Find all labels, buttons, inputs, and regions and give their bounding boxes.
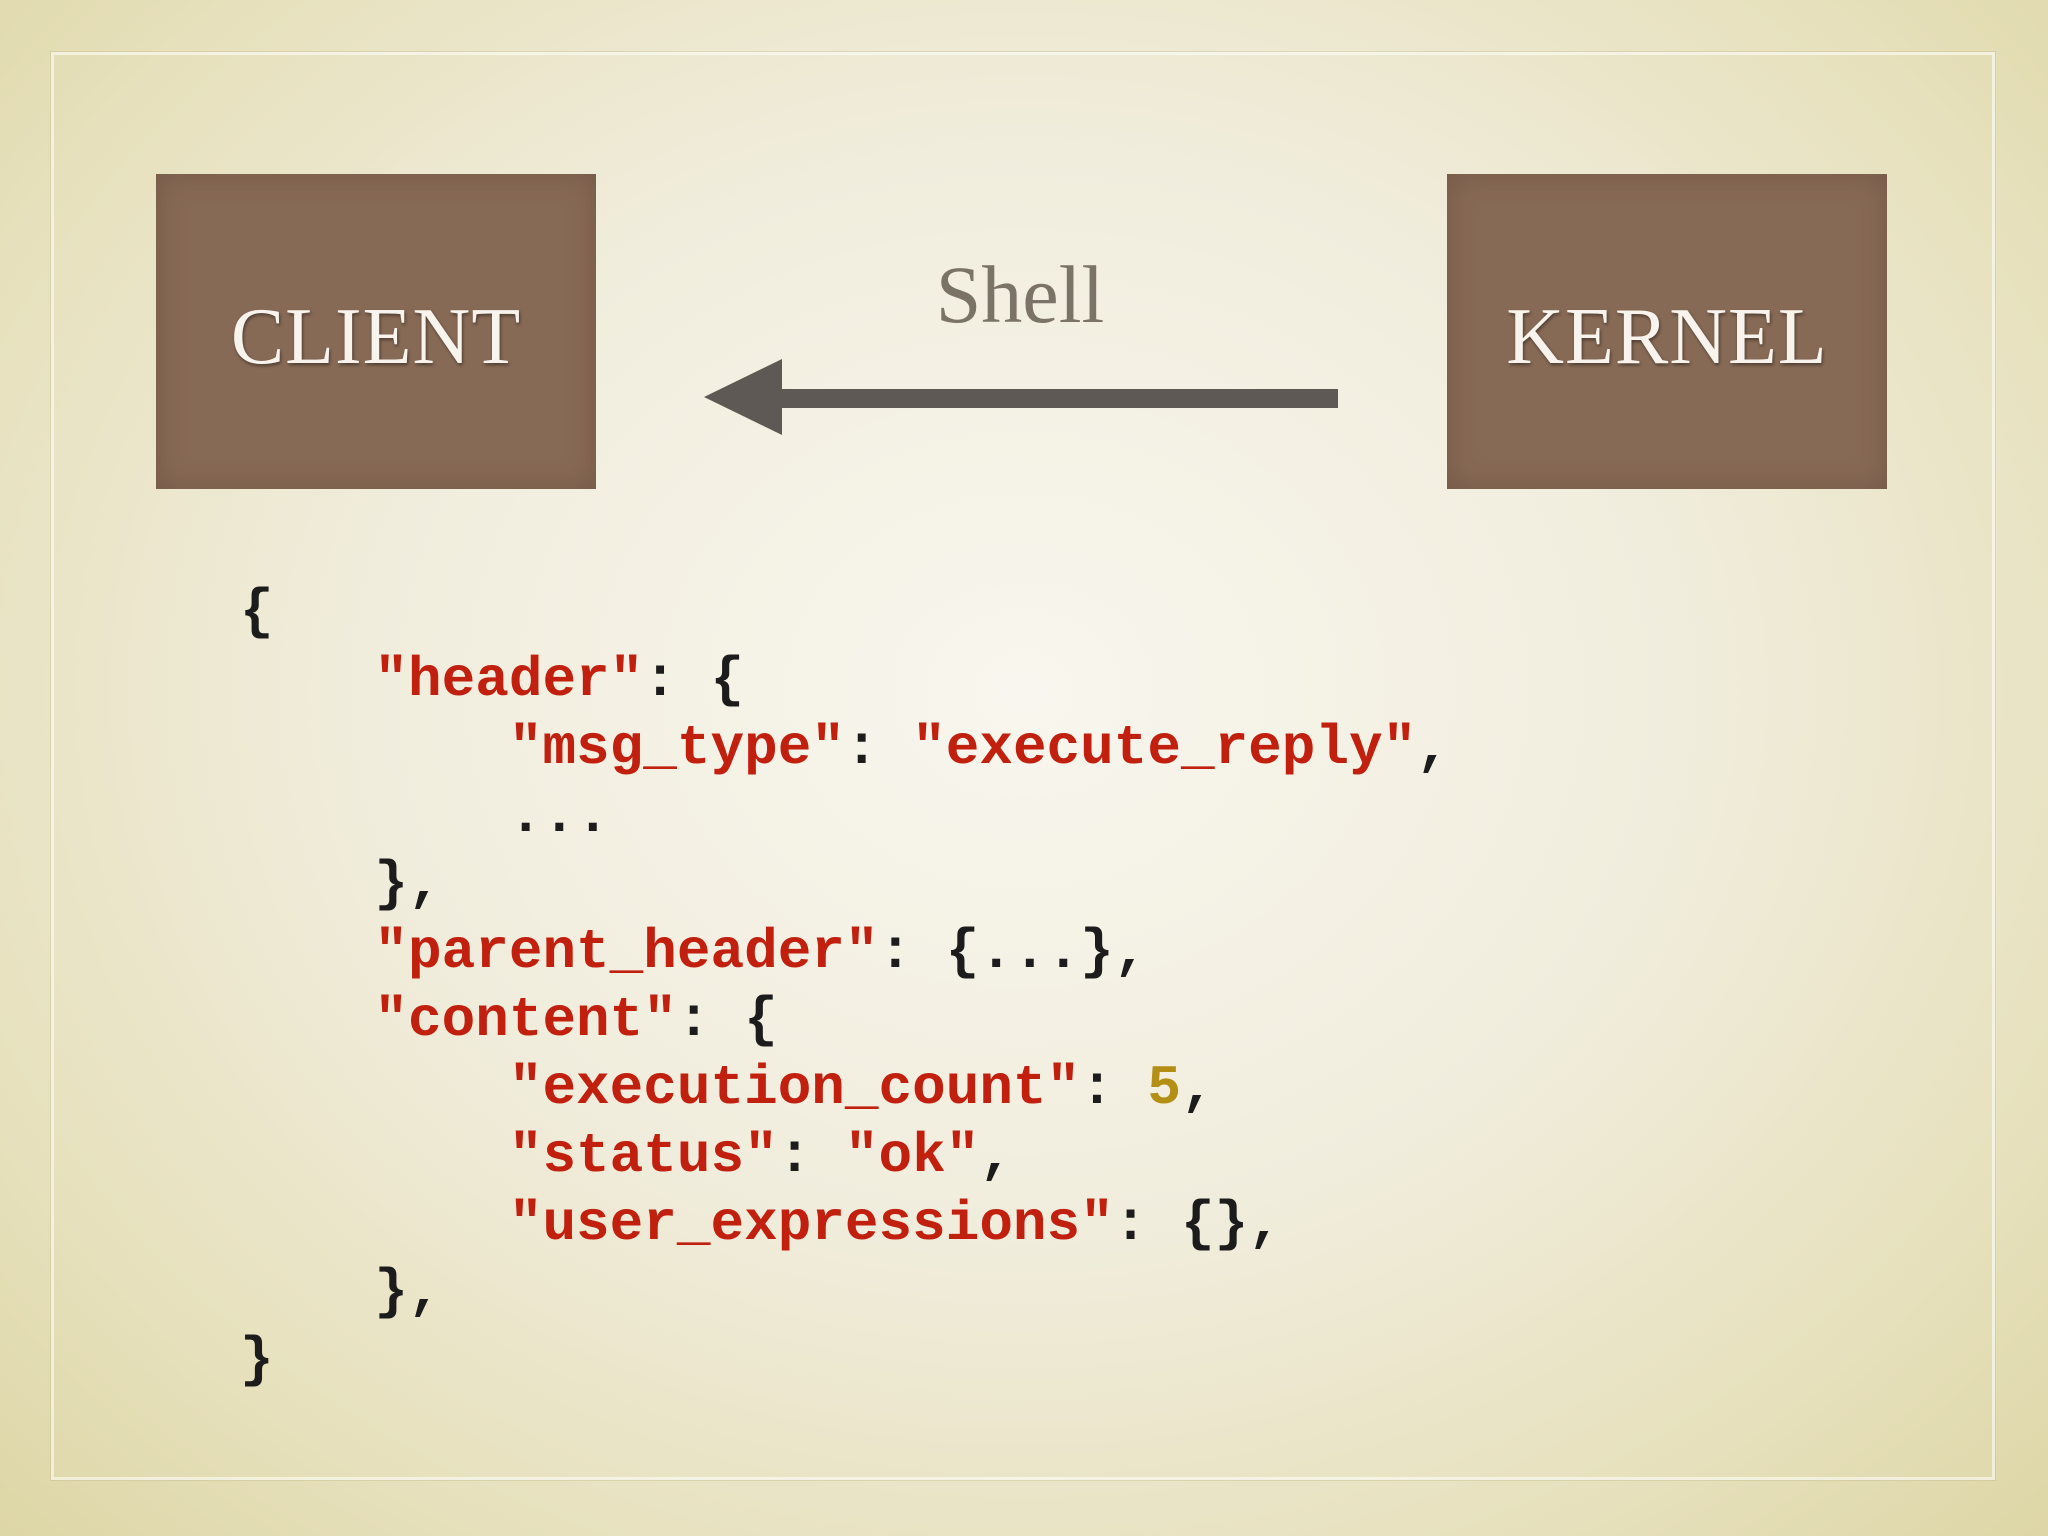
code-line: "content": {	[240, 986, 1450, 1054]
json-punctuation-token: }	[240, 1328, 274, 1392]
json-punctuation-token	[240, 1192, 509, 1256]
json-punctuation-token	[240, 1056, 509, 1120]
json-string-token: "msg_type"	[508, 716, 845, 780]
json-string-token: "user_expressions"	[508, 1192, 1114, 1256]
json-punctuation-token: : {},	[1113, 1192, 1282, 1256]
json-punctuation-token	[240, 988, 374, 1052]
json-punctuation-token	[240, 648, 374, 712]
json-punctuation-token: {	[240, 580, 274, 644]
json-string-token: "ok"	[844, 1124, 980, 1188]
kernel-box: KERNEL	[1447, 174, 1887, 489]
json-string-token: "status"	[508, 1124, 778, 1188]
code-line: },	[240, 850, 1450, 918]
json-punctuation-token: ,	[979, 1124, 1013, 1188]
json-punctuation-token: : {...},	[878, 920, 1148, 984]
json-string-token: "parent_header"	[374, 920, 879, 984]
json-punctuation-token	[240, 920, 374, 984]
json-punctuation-token: ,	[1180, 1056, 1215, 1120]
json-punctuation-token: ...	[240, 784, 610, 848]
json-string-token: "content"	[374, 988, 677, 1052]
code-line: "parent_header": {...},	[240, 918, 1450, 986]
message-code-block: { "header": { "msg_type": "execute_reply…	[240, 578, 1450, 1394]
json-string-token: "header"	[374, 648, 644, 712]
slide-frame	[51, 52, 1995, 1480]
json-punctuation-token: },	[240, 1260, 442, 1324]
json-punctuation-token	[240, 716, 509, 780]
arrow-left-icon	[704, 359, 1338, 435]
json-punctuation-token: ,	[1416, 716, 1450, 780]
json-string-token: "execute_reply"	[912, 716, 1417, 780]
code-line: "msg_type": "execute_reply",	[240, 714, 1450, 782]
json-punctuation-token: },	[240, 852, 442, 916]
client-label: CLIENT	[230, 293, 522, 381]
code-line: {	[240, 578, 1450, 646]
json-punctuation-token: :	[844, 716, 913, 780]
json-punctuation-token: :	[777, 1124, 845, 1188]
code-line: "execution_count": 5,	[240, 1054, 1450, 1122]
code-line: }	[240, 1326, 1450, 1394]
json-punctuation-token: : {	[643, 648, 745, 712]
code-line: "user_expressions": {},	[240, 1190, 1450, 1258]
code-line: },	[240, 1258, 1450, 1326]
json-string-token: "execution_count"	[508, 1056, 1081, 1120]
shell-channel-label: Shell	[935, 249, 1105, 340]
json-punctuation-token	[240, 1124, 509, 1188]
kernel-label: KERNEL	[1506, 293, 1828, 381]
client-box: CLIENT	[156, 174, 596, 489]
json-number-token: 5	[1147, 1056, 1181, 1120]
code-line: "header": {	[240, 646, 1450, 714]
code-line: ...	[240, 782, 1450, 850]
arrow-shaft	[775, 389, 1338, 408]
arrow-head	[704, 359, 782, 435]
code-line: "status": "ok",	[240, 1122, 1450, 1190]
json-punctuation-token: :	[1080, 1056, 1148, 1120]
json-punctuation-token: : {	[676, 988, 778, 1052]
